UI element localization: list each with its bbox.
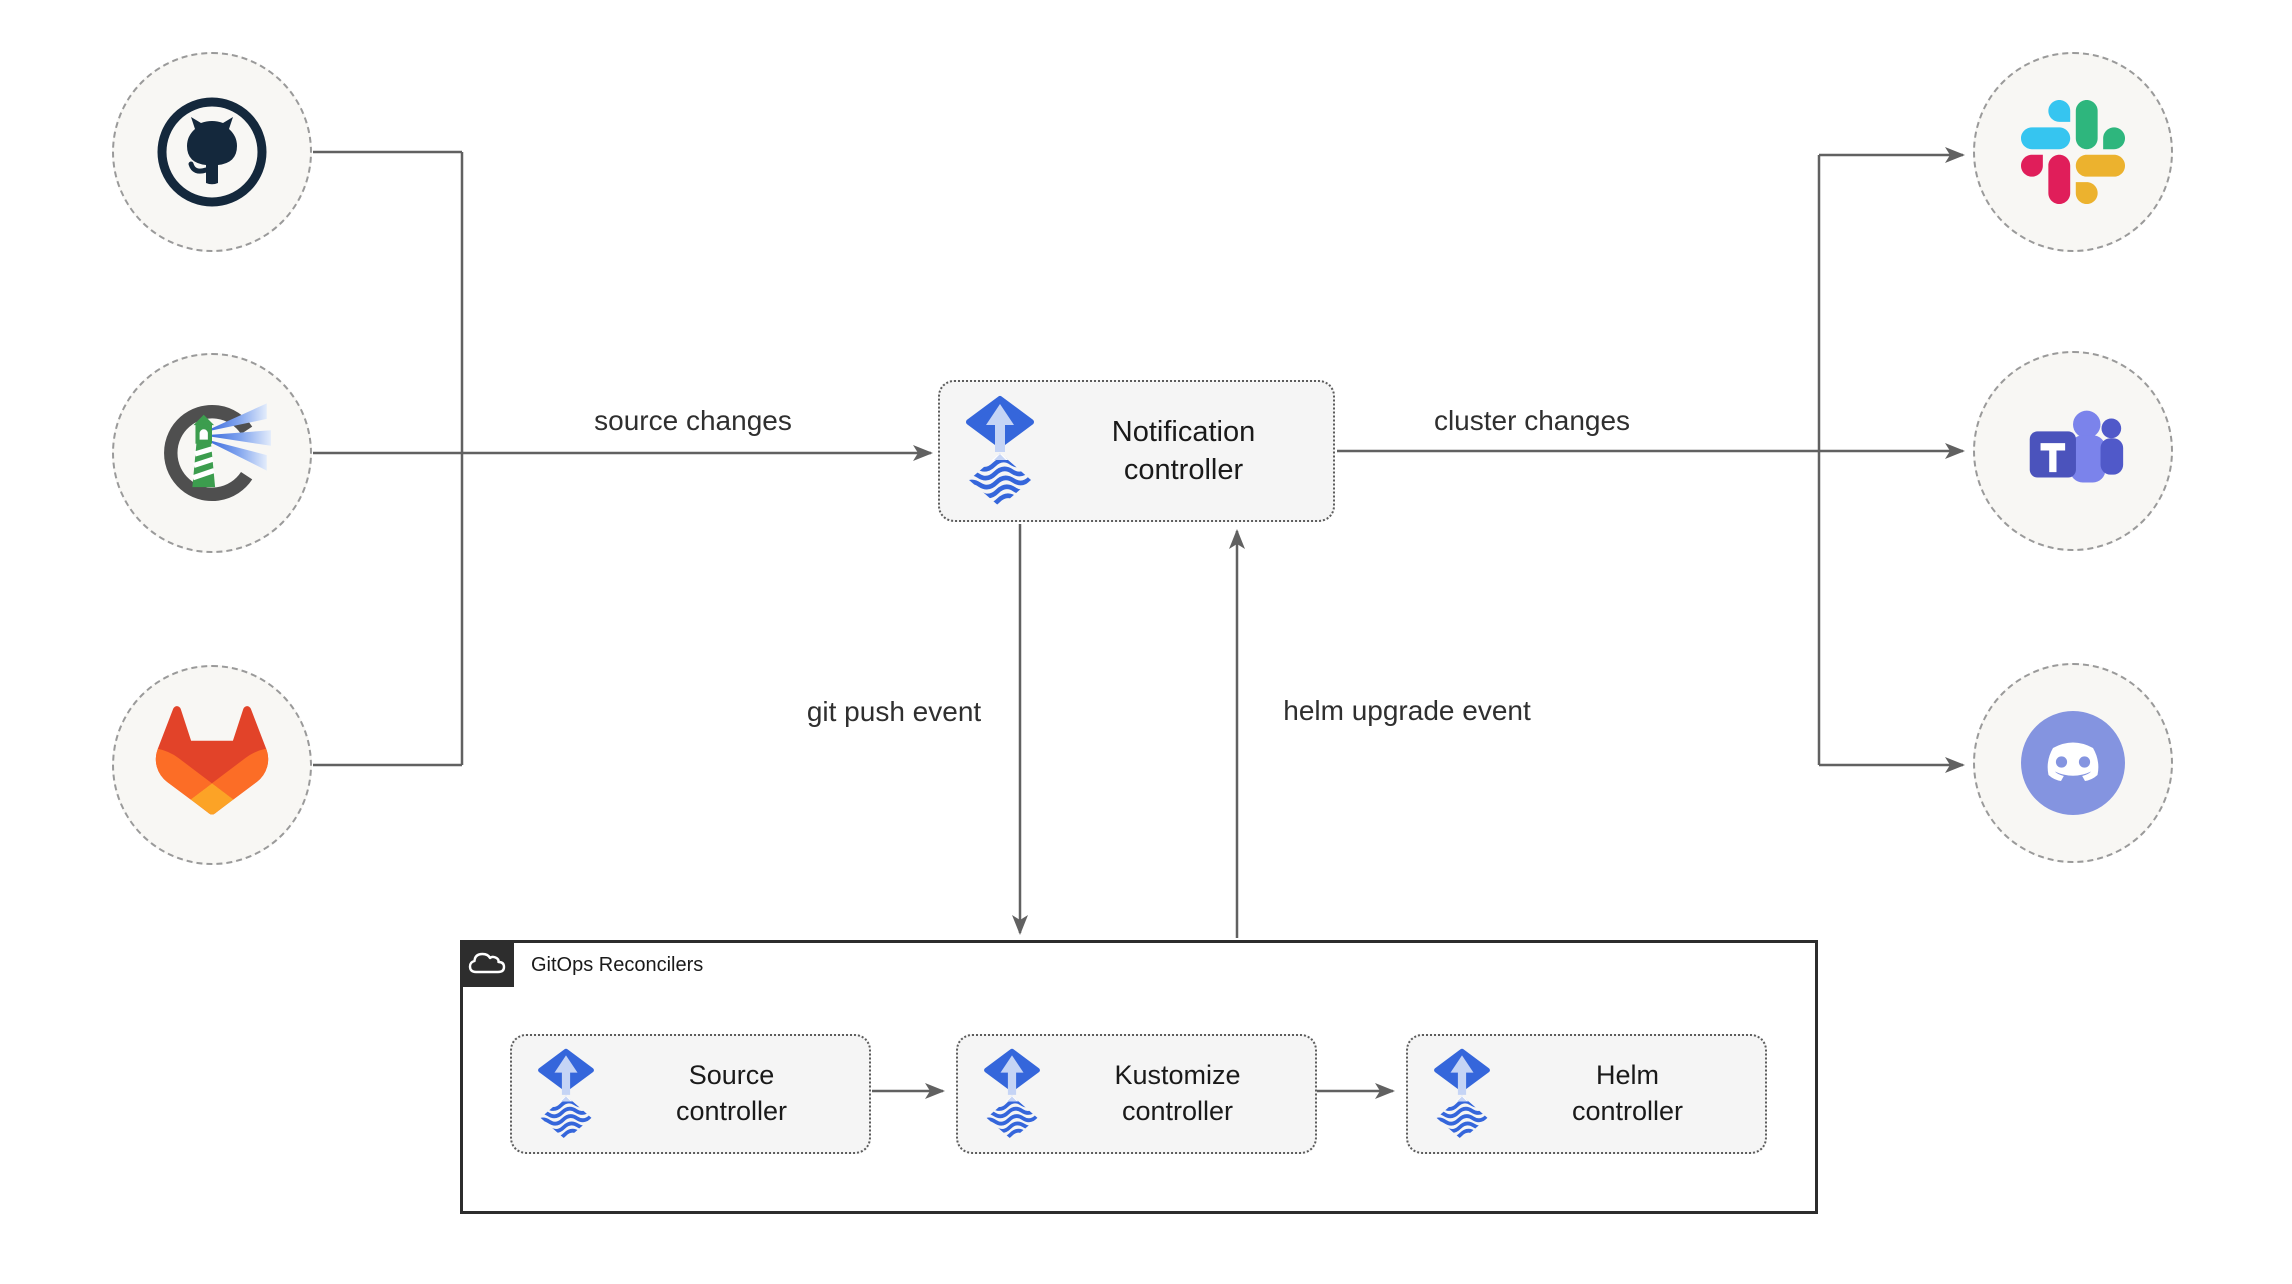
source-node-github bbox=[112, 52, 312, 252]
slack-icon bbox=[2021, 100, 2125, 204]
cloud-icon bbox=[468, 952, 506, 973]
source-node-harbor bbox=[112, 353, 312, 553]
target-node-discord bbox=[1973, 663, 2173, 863]
notification-controller-label: Notification controller bbox=[1111, 415, 1256, 486]
source-node-gitlab bbox=[112, 665, 312, 865]
gitops-reconcilers-group: GitOps Reconcilers Source controller Kus… bbox=[460, 940, 1818, 1214]
edge-label-source-changes: source changes bbox=[594, 405, 792, 436]
target-node-slack bbox=[1973, 52, 2173, 252]
discord-icon bbox=[2021, 711, 2125, 815]
harbor-icon bbox=[164, 403, 271, 502]
source-controller-label: Source controller bbox=[675, 1060, 788, 1126]
edge-label-helm-upgrade-event: helm upgrade event bbox=[1283, 695, 1531, 726]
helm-controller-label: Helm controller bbox=[1571, 1060, 1684, 1126]
flux-icon bbox=[966, 395, 1034, 507]
gitlab-icon bbox=[155, 706, 269, 815]
notification-controller-node: Notification controller bbox=[938, 380, 1335, 522]
microsoft-teams-icon bbox=[2029, 410, 2124, 483]
source-controller-node: Source controller bbox=[510, 1034, 871, 1154]
edge-label-git-push-event: git push event bbox=[806, 696, 982, 727]
helm-controller-node: Helm controller bbox=[1406, 1034, 1767, 1154]
kustomize-controller-label: Kustomize controller bbox=[1114, 1060, 1241, 1126]
flux-icon bbox=[538, 1048, 594, 1140]
flux-icon bbox=[1434, 1048, 1490, 1140]
flux-icon bbox=[984, 1048, 1040, 1140]
github-icon bbox=[157, 97, 267, 207]
edge-label-cluster-changes: cluster changes bbox=[1433, 405, 1631, 436]
group-tab bbox=[460, 940, 514, 987]
target-node-teams bbox=[1973, 351, 2173, 551]
kustomize-controller-node: Kustomize controller bbox=[956, 1034, 1317, 1154]
group-title: GitOps Reconcilers bbox=[531, 954, 704, 976]
